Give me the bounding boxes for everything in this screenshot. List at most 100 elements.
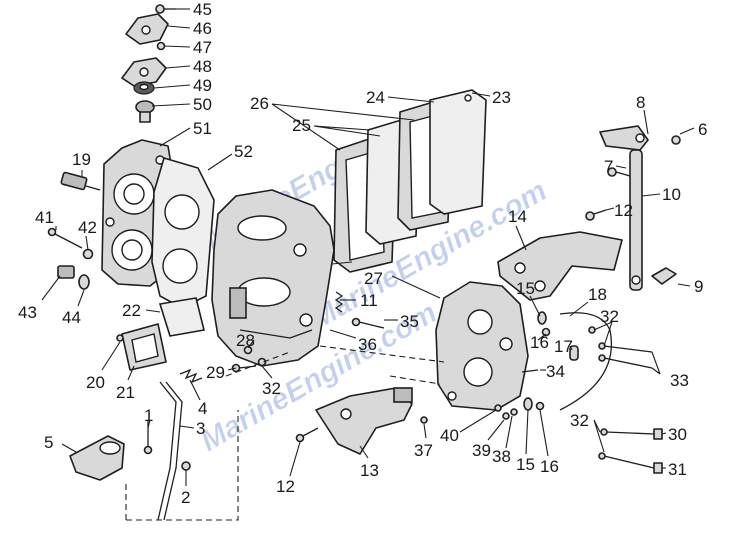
part-49-grommet	[133, 81, 155, 95]
leader-lines	[41, 8, 695, 486]
callout-33: 33	[670, 371, 689, 390]
callout-31: 31	[668, 460, 687, 479]
callout-14: 14	[508, 207, 527, 226]
part-15-sleeve-lower	[523, 397, 533, 411]
part-2-fitting	[181, 461, 191, 471]
part-3-link-rod	[157, 381, 183, 521]
part-10-shaft	[629, 149, 643, 291]
callout-23: 23	[492, 88, 511, 107]
callout-1: 1	[144, 406, 153, 425]
callout-16-lower: 16	[540, 457, 559, 476]
callout-30: 30	[668, 425, 687, 444]
parts	[47, 4, 681, 521]
part-13-bracket	[315, 387, 413, 455]
part-29-screw	[231, 363, 257, 373]
part-6-screw	[671, 135, 681, 145]
callout-41: 41	[35, 208, 54, 227]
part-12-screw-upper	[585, 209, 607, 221]
callout-24: 24	[366, 88, 385, 107]
part-46-cover	[125, 13, 169, 45]
callout-44: 44	[62, 308, 81, 327]
callout-26: 26	[250, 94, 269, 113]
callout-46: 46	[193, 19, 212, 38]
part-8-lever	[599, 125, 649, 151]
callout-15-lower: 15	[516, 455, 535, 474]
part-12-screw-lower	[295, 427, 319, 443]
callout-9: 9	[694, 277, 703, 296]
callout-43: 43	[18, 303, 37, 322]
part-20-screw	[116, 334, 124, 342]
part-40-washer	[494, 404, 502, 412]
callout-21: 21	[116, 383, 135, 402]
callout-48: 48	[193, 57, 212, 76]
callout-8: 8	[636, 93, 645, 112]
part-32-washer-left	[257, 357, 267, 367]
part-47-ball	[156, 41, 166, 51]
part-44-washer	[78, 274, 90, 290]
part-21-gasket	[121, 323, 167, 371]
callout-29: 29	[206, 363, 225, 382]
callout-13: 13	[360, 461, 379, 480]
callout-17: 17	[554, 337, 573, 356]
callout-37: 37	[414, 441, 433, 460]
callout-11: 11	[360, 291, 378, 310]
part-22-cover-plate	[158, 297, 205, 337]
callout-6: 6	[698, 120, 707, 139]
part-4-spring	[179, 368, 203, 384]
callout-32-right: 32	[600, 307, 619, 326]
part-11-spring	[334, 291, 344, 313]
part-37-screw	[420, 416, 428, 424]
part-16-ring-upper	[541, 327, 551, 337]
callout-36: 36	[358, 335, 377, 354]
callout-20: 20	[86, 373, 105, 392]
callout-34: 34	[546, 362, 565, 381]
cylinder-block	[211, 189, 335, 367]
callout-2: 2	[181, 488, 190, 507]
callout-15-upper: 15	[516, 279, 535, 298]
callout-10: 10	[662, 185, 681, 204]
callout-28: 28	[236, 331, 255, 350]
callout-40: 40	[440, 426, 459, 445]
callout-32-lower: 32	[570, 411, 589, 430]
assembly-lines	[125, 345, 445, 521]
callout-42: 42	[78, 218, 97, 237]
callout-35: 35	[400, 312, 419, 331]
callout-47: 47	[193, 38, 212, 57]
callout-22: 22	[122, 301, 141, 320]
part-35-screw	[351, 317, 385, 329]
part-16-ring-lower	[535, 401, 545, 411]
part-42-washer	[82, 248, 94, 260]
callout-19: 19	[72, 150, 91, 169]
callout-12-lower: 12	[276, 477, 295, 496]
part-50-valve	[135, 100, 155, 123]
callout-16-upper: 16	[530, 333, 549, 352]
part-18-wire	[559, 312, 612, 411]
part-14-bracket	[497, 231, 623, 301]
callout-49: 49	[193, 76, 212, 95]
callout-labels: 45 46 47 48 49 50 51 19 52 26 25 24 23 8…	[18, 0, 707, 507]
callout-7: 7	[604, 157, 613, 176]
part-43-plug	[57, 265, 75, 279]
part-7-bolt	[607, 167, 631, 177]
part-1-screw	[143, 420, 153, 455]
callout-27: 27	[364, 269, 383, 288]
part-33-bolts	[598, 342, 653, 369]
callout-51: 51	[193, 119, 212, 138]
part-28-screw	[243, 345, 253, 355]
part-30-bolt	[600, 428, 663, 440]
callout-45: 45	[193, 0, 212, 19]
callout-12-upper: 12	[614, 201, 633, 220]
callout-18: 18	[588, 285, 607, 304]
callout-4: 4	[198, 399, 207, 418]
part-34-pin	[521, 369, 539, 373]
part-19-temperature-switch	[60, 171, 101, 191]
callout-52: 52	[234, 142, 253, 161]
callout-32-middle: 32	[262, 379, 281, 398]
part-39-washer	[502, 412, 510, 420]
callout-38: 38	[492, 447, 511, 466]
part-9-link	[651, 267, 677, 285]
callout-50: 50	[193, 95, 212, 114]
part-27-crankcase	[435, 281, 529, 411]
part-45-screw	[155, 4, 176, 14]
